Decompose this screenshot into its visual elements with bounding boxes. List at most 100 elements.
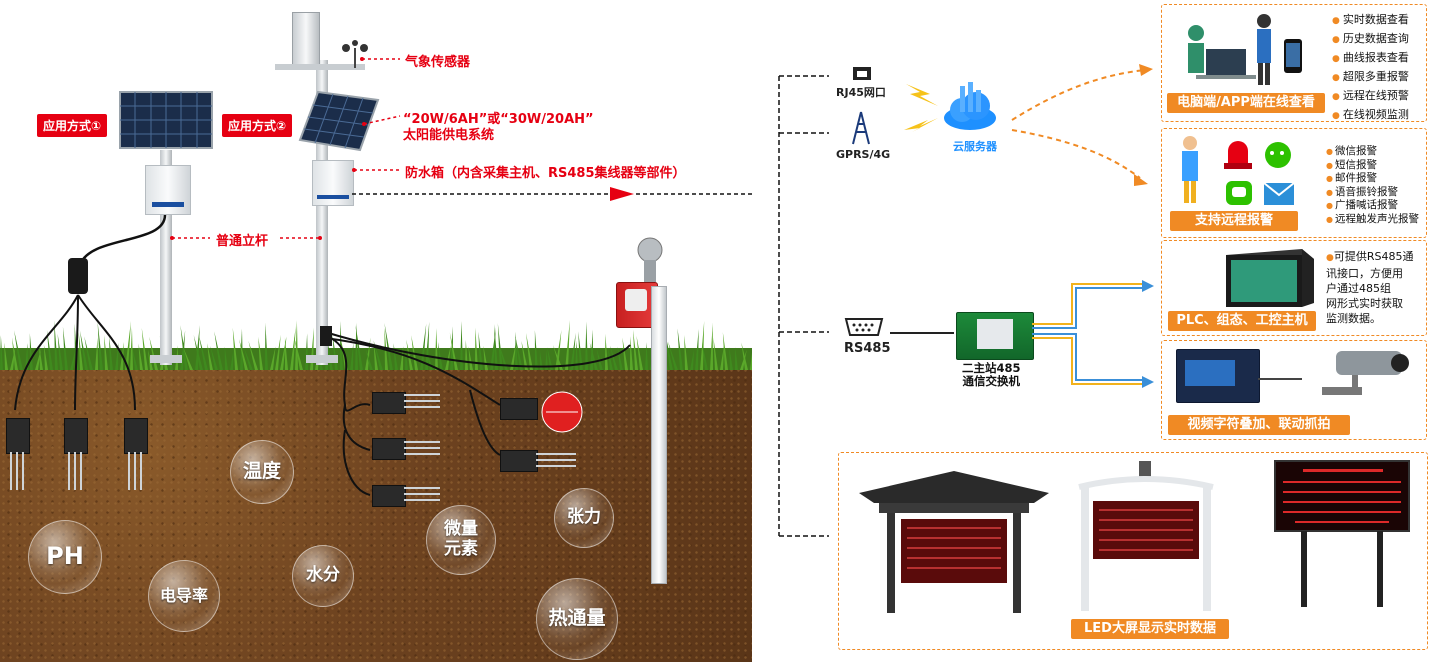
panel-remote-alarm: 支持远程报警 微信报警 短信报警 邮件报警 语音振铃报警 广播喊话报警 远程触发… bbox=[1161, 128, 1427, 238]
cloud-label: 云服务器 bbox=[953, 140, 997, 153]
alarm-icons bbox=[1182, 136, 1295, 205]
alarm-item: 远程触发声光报警 bbox=[1326, 213, 1419, 227]
network-bus bbox=[778, 75, 829, 537]
bubble-ph: PH bbox=[28, 520, 102, 594]
alarm-item: 广播喊话报警 bbox=[1326, 199, 1419, 213]
industrial-monitor-icon bbox=[1226, 249, 1314, 307]
grass-strip bbox=[0, 320, 752, 370]
led-arch-board bbox=[1078, 461, 1214, 611]
collector-box-1 bbox=[145, 165, 191, 215]
led-standing-board bbox=[1274, 460, 1410, 607]
view-item: 远程在线预警 bbox=[1332, 87, 1409, 106]
switch-output-lines bbox=[1032, 280, 1154, 388]
panel-led-title: LED大屏显示实时数据 bbox=[1071, 619, 1229, 639]
panel-plc-title: PLC、组态、工控主机 bbox=[1168, 311, 1316, 331]
field-scene: 应用方式① 应用方式② bbox=[0, 12, 752, 662]
switch-label: 二主站485 通信交换机 bbox=[962, 362, 1021, 388]
panel-view-title: 电脑端/APP端在线查看 bbox=[1167, 93, 1325, 113]
lightning-icons bbox=[904, 84, 938, 132]
rs485-port-icon bbox=[844, 318, 884, 336]
camera-icon bbox=[1322, 351, 1409, 395]
alarm-item: 语音振铃报警 bbox=[1326, 186, 1419, 200]
switch-label-line2: 通信交换机 bbox=[962, 374, 1021, 388]
solar-panel-2 bbox=[298, 90, 380, 152]
soil-probe-3 bbox=[124, 418, 148, 454]
alarm-item: 邮件报警 bbox=[1326, 172, 1419, 186]
plc-desc-line: 网形式实时获取 bbox=[1326, 297, 1403, 310]
heat-flux-plate bbox=[541, 391, 583, 433]
switch-label-line1: 二主站485 bbox=[962, 361, 1021, 375]
pole-1-base bbox=[150, 355, 182, 363]
trace-line2: 元素 bbox=[444, 539, 478, 559]
probe-needles bbox=[10, 452, 142, 490]
view-feature-list: 实时数据查看 历史数据查询 曲线报表查看 超限多重报警 远程在线预警 在线视频监… bbox=[1332, 11, 1409, 125]
cable-splitter bbox=[68, 258, 88, 294]
plc-desc-line: 监测数据。 bbox=[1326, 312, 1381, 325]
gprs-label: GPRS/4G bbox=[836, 148, 891, 161]
method-1-tag: 应用方式① bbox=[37, 114, 108, 137]
leader-lines bbox=[352, 57, 401, 172]
alarm-feature-list: 微信报警 短信报警 邮件报警 语音振铃报警 广播喊话报警 远程触发声光报警 bbox=[1326, 145, 1419, 226]
plc-desc-line: 讯接口，方便用 bbox=[1326, 267, 1403, 280]
panel-alarm-title: 支持远程报警 bbox=[1170, 211, 1298, 231]
view-item: 实时数据查看 bbox=[1332, 11, 1409, 30]
people-devices-icon bbox=[1188, 14, 1302, 85]
rain-gauge bbox=[292, 12, 320, 66]
video-link bbox=[1258, 378, 1302, 380]
rs485-label: RS485 bbox=[844, 341, 891, 356]
weather-sensor-label: 气象传感器 bbox=[405, 55, 471, 70]
sensor-block-3 bbox=[372, 485, 406, 507]
cables-method-1 bbox=[14, 214, 167, 411]
panel-led: LED大屏显示实时数据 bbox=[838, 452, 1428, 650]
waterproof-box-label: 防水箱（内含采集主机、RS485集线器等部件） bbox=[405, 166, 686, 181]
cloud-arrows bbox=[1011, 64, 1153, 186]
panel-plc: PLC、组态、工控主机 ●可提供RS485通 讯接口，方便用 户通过485组 网… bbox=[1161, 240, 1427, 336]
panel-video-title: 视频字符叠加、联动抓拍 bbox=[1168, 415, 1350, 435]
junction bbox=[320, 326, 332, 346]
view-item: 曲线报表查看 bbox=[1332, 49, 1409, 68]
plc-desc-line: ●可提供RS485通 bbox=[1326, 250, 1414, 263]
soil-probe-1 bbox=[6, 418, 30, 454]
anemometer-icon bbox=[342, 40, 368, 68]
solar-label-line1: “20W/6AH”或“30W/20AH” bbox=[403, 112, 594, 127]
solar-panel-1 bbox=[119, 91, 213, 149]
bubble-conductivity: 电导率 bbox=[148, 560, 220, 632]
tensiometer-head bbox=[637, 237, 663, 282]
pole-label: 普通立杆 bbox=[216, 234, 269, 249]
sensor-block-1 bbox=[372, 392, 406, 414]
bubble-tension: 张力 bbox=[554, 488, 614, 548]
pole-leader bbox=[170, 236, 322, 240]
uplink-arrow bbox=[352, 187, 752, 201]
rs485-link bbox=[890, 332, 954, 334]
view-item: 超限多重报警 bbox=[1332, 68, 1409, 87]
rs485-switch-device bbox=[956, 312, 1034, 360]
view-item: 在线视频监测 bbox=[1332, 106, 1409, 125]
sensor-block-4 bbox=[500, 398, 538, 420]
alarm-item: 微信报警 bbox=[1326, 145, 1419, 159]
view-item: 历史数据查询 bbox=[1332, 30, 1409, 49]
video-overlay-device bbox=[1176, 349, 1260, 403]
waterproof-box bbox=[312, 160, 354, 206]
cloud-server-icon bbox=[944, 82, 996, 130]
cables-method-2 bbox=[324, 331, 631, 496]
method-2-tag: 应用方式② bbox=[222, 114, 293, 137]
bubble-temperature: 温度 bbox=[230, 440, 294, 504]
rj45-label: RJ45网口 bbox=[836, 86, 886, 99]
plc-description: ●可提供RS485通 讯接口，方便用 户通过485组 网形式实时获取 监测数据。 bbox=[1326, 249, 1413, 326]
plc-desc-line: 户通过485组 bbox=[1326, 282, 1391, 295]
sensor-needles bbox=[404, 394, 576, 501]
panel-video: 视频字符叠加、联动抓拍 bbox=[1161, 340, 1427, 440]
tensiometer-tube bbox=[651, 286, 667, 584]
gprs-tower-icon bbox=[852, 111, 870, 145]
soil-probe-2 bbox=[64, 418, 88, 454]
solar-label-line2: 太阳能供电系统 bbox=[403, 128, 495, 143]
bubble-moisture: 水分 bbox=[292, 545, 354, 607]
sensor-block-2 bbox=[372, 438, 406, 460]
led-pavilion-board bbox=[859, 471, 1049, 613]
rj45-icon bbox=[853, 67, 871, 80]
trace-line1: 微量 bbox=[444, 519, 478, 540]
panel-online-view: 电脑端/APP端在线查看 实时数据查看 历史数据查询 曲线报表查看 超限多重报警… bbox=[1161, 4, 1427, 122]
crossarm bbox=[275, 64, 365, 70]
bubble-heat-flux: 热通量 bbox=[536, 578, 618, 660]
pole-2-base bbox=[306, 355, 338, 363]
